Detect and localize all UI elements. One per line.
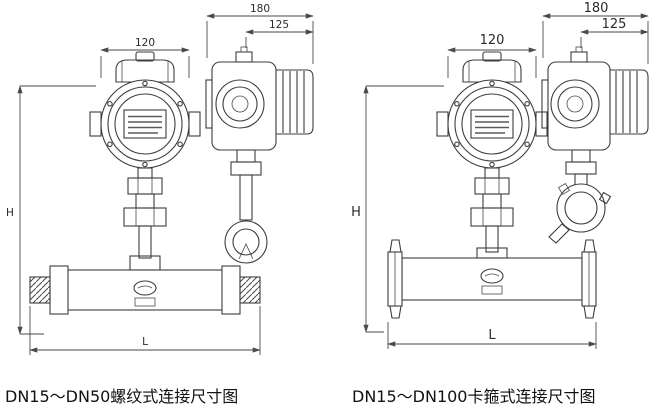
neck-pipe — [135, 193, 155, 209]
neck-collar — [484, 167, 500, 179]
riser-pipe — [485, 225, 499, 253]
bezel-bolt — [107, 101, 113, 107]
body-union-right — [221, 265, 241, 315]
display-rim-edge — [205, 79, 213, 129]
right-meter-front-view — [387, 51, 597, 319]
top-fitting — [235, 51, 253, 63]
display-face-circle — [215, 79, 265, 129]
meter-body-tube — [59, 269, 231, 311]
neck-nut — [127, 177, 163, 195]
conduit-port-left — [436, 111, 449, 137]
lcd-display — [470, 109, 514, 139]
lcd-display — [123, 109, 167, 139]
hex-union — [123, 207, 167, 227]
dim-label-125: 125 — [269, 19, 289, 31]
dim-label-180: 180 — [584, 1, 609, 16]
display-face-circle — [550, 79, 600, 129]
bezel-bolt — [454, 101, 460, 107]
stem-nut — [565, 161, 597, 175]
brand-logo-oval — [480, 268, 504, 284]
dim-label-H: H — [351, 205, 361, 220]
head-bezel-outer — [447, 79, 537, 169]
hex-union — [470, 207, 514, 227]
neck-pipe — [482, 193, 502, 209]
left-dimensions: 120 H L 180 125 — [6, 3, 314, 355]
bezel-bolt — [524, 141, 530, 148]
head-bezel-outer — [100, 79, 190, 169]
stem-nut — [230, 161, 262, 176]
body-flange — [476, 247, 508, 259]
bezel-bolt — [489, 80, 495, 87]
left-meter-front-view — [29, 51, 261, 315]
terminal-cap-ribbed — [609, 69, 649, 135]
threaded-end-right — [239, 276, 261, 304]
clamp-end-circle — [556, 183, 606, 233]
bezel-bolt — [489, 161, 495, 168]
top-fitting — [570, 51, 588, 63]
bezel-bolt — [177, 101, 183, 107]
clamp-tab — [557, 182, 571, 196]
clamp-lever — [548, 223, 570, 244]
head-top-cap — [462, 59, 522, 83]
nameplate — [134, 297, 156, 307]
conduit-port-left — [89, 111, 102, 137]
meter-body-tube — [401, 257, 583, 301]
clamp-bolt — [583, 305, 596, 319]
conduit-port-right — [188, 111, 201, 137]
head-display-window-ring — [461, 93, 523, 155]
dim-label-L: L — [488, 328, 496, 343]
threaded-end-left — [29, 276, 51, 304]
right-dimensions: 120 H L 180 125 — [351, 1, 649, 349]
sensor-notch — [238, 243, 254, 260]
head-bezel-ring — [454, 86, 530, 162]
transmitter-housing-side — [211, 61, 277, 151]
dim-label-H: H — [6, 207, 14, 219]
head-display-window-ring — [114, 93, 176, 155]
neck-nut — [474, 177, 510, 195]
clamp-bolt — [389, 305, 402, 319]
bezel-bolt — [142, 80, 148, 87]
clamp-bolt — [583, 239, 596, 253]
brand-logo-oval — [133, 280, 157, 296]
stem-collar — [571, 149, 591, 163]
dim-label-120: 120 — [480, 33, 505, 48]
bezel-bolt — [524, 101, 530, 107]
transmitter-housing-side — [547, 61, 611, 151]
bezel-bolt — [142, 161, 148, 168]
bezel-bolt — [107, 141, 113, 148]
dim-label-L: L — [142, 336, 148, 348]
right-drawing-caption: DN15～DN100卡箍式连接尺寸图 — [352, 387, 596, 406]
bezel-bolt — [454, 141, 460, 148]
sensor-end-circle — [224, 220, 268, 264]
dim-label-125: 125 — [602, 17, 627, 32]
head-bezel-ring — [107, 86, 183, 162]
left-drawing-caption: DN15～DN50螺纹式连接尺寸图 — [5, 387, 239, 406]
right-meter-side-view — [541, 46, 649, 244]
clamp-hinge — [598, 191, 612, 205]
dim-label-120: 120 — [135, 37, 155, 49]
left-meter-side-view — [205, 46, 314, 264]
head-top-cap — [115, 59, 175, 83]
stem-collar — [236, 149, 256, 163]
nameplate — [481, 285, 503, 295]
clamp-bolt — [389, 239, 402, 253]
dim-label-180: 180 — [250, 3, 270, 15]
riser-pipe — [138, 225, 152, 259]
terminal-cap-ribbed — [275, 69, 314, 135]
stem-pipe — [239, 174, 253, 221]
body-union-left — [49, 265, 69, 315]
bezel-bolt — [177, 141, 183, 148]
neck-collar — [137, 167, 153, 179]
